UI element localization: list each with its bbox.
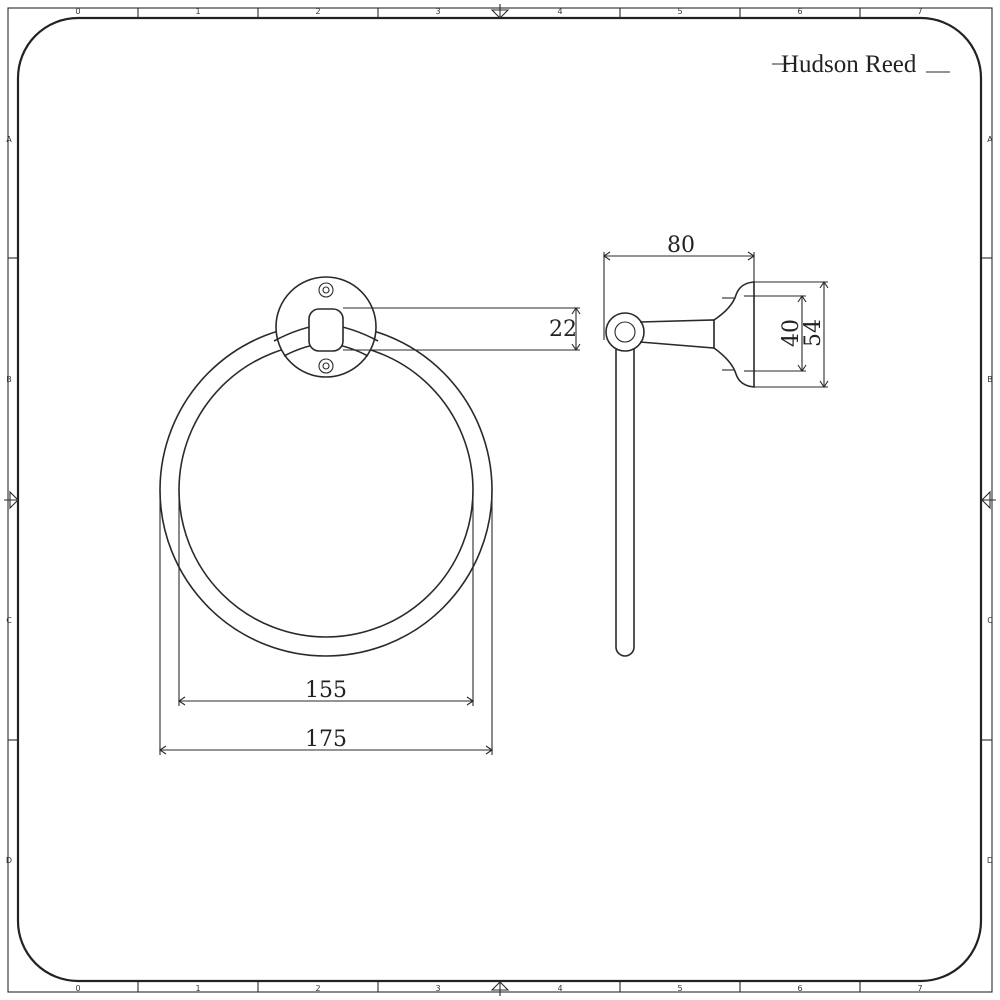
dimension-outer-width: [159, 490, 493, 755]
screw-bottom: [318, 358, 334, 374]
center-marker-right: [981, 490, 996, 510]
dimension-inner-height: [756, 295, 807, 372]
dimension-outer-height: [754, 281, 829, 388]
row-label-right-a: A: [987, 135, 993, 144]
col-label-bottom-6: 6: [797, 984, 802, 993]
col-label-top-5: 5: [677, 7, 682, 16]
col-label-top-2: 2: [315, 7, 320, 16]
center-markers: [4, 4, 996, 996]
dimension-label-inner-height: 40: [779, 319, 804, 347]
col-label-top-0: 0: [75, 7, 80, 16]
col-label-top-3: 3: [435, 7, 440, 16]
dimension-label-projection: 80: [667, 233, 695, 258]
dimension-label-outer-height: 54: [801, 319, 826, 347]
backplate-side: [713, 281, 755, 388]
outer-border: [7, 7, 993, 993]
brand-logo: Hudson Reed: [772, 51, 950, 78]
col-label-top-7: 7: [917, 7, 922, 16]
col-label-top-4: 4: [557, 7, 562, 16]
row-label-left-c: C: [6, 616, 12, 625]
side-view: 80 40 54: [603, 233, 829, 657]
row-label-left-b: B: [6, 375, 12, 384]
brand-name: Hudson Reed: [781, 51, 917, 78]
dimension-label-mount-offset: 22: [549, 317, 577, 342]
clasp: [308, 308, 344, 352]
front-view: 22 155 175: [159, 276, 581, 755]
row-label-right-c: C: [987, 616, 993, 625]
center-marker-top: [490, 4, 510, 19]
inner-frame: [16, 16, 983, 983]
dimension-projection: [603, 251, 755, 340]
row-label-right-b: B: [987, 375, 993, 384]
row-ticks: [8, 257, 992, 741]
row-label-left-a: A: [6, 135, 12, 144]
center-marker-left: [4, 490, 19, 510]
arm-side: [639, 319, 715, 349]
dimension-inner-width: [178, 490, 474, 706]
col-label-bottom-1: 1: [195, 984, 200, 993]
row-label-right-d: D: [987, 856, 993, 865]
col-label-top-6: 6: [797, 7, 802, 16]
col-label-bottom-5: 5: [677, 984, 682, 993]
row-label-left-d: D: [6, 856, 12, 865]
col-label-bottom-4: 4: [557, 984, 562, 993]
ring-inner: [178, 342, 474, 638]
center-marker-bottom: [490, 981, 510, 996]
dimension-label-outer-width: 175: [305, 727, 347, 752]
col-label-bottom-3: 3: [435, 984, 440, 993]
sheet-border: 0 1 2 3 4 5 6 7 0 1 2 3 4 5 6 7 A B C D: [4, 4, 996, 996]
clasp-side: [605, 312, 645, 352]
column-ticks: [137, 8, 861, 992]
col-label-bottom-2: 2: [315, 984, 320, 993]
ring-side: [615, 332, 635, 657]
dimension-mount-offset: [343, 307, 581, 351]
col-label-top-1: 1: [195, 7, 200, 16]
screw-top: [318, 282, 334, 298]
col-label-bottom-7: 7: [917, 984, 922, 993]
dimension-label-inner-width: 155: [305, 678, 347, 703]
col-label-bottom-0: 0: [75, 984, 80, 993]
